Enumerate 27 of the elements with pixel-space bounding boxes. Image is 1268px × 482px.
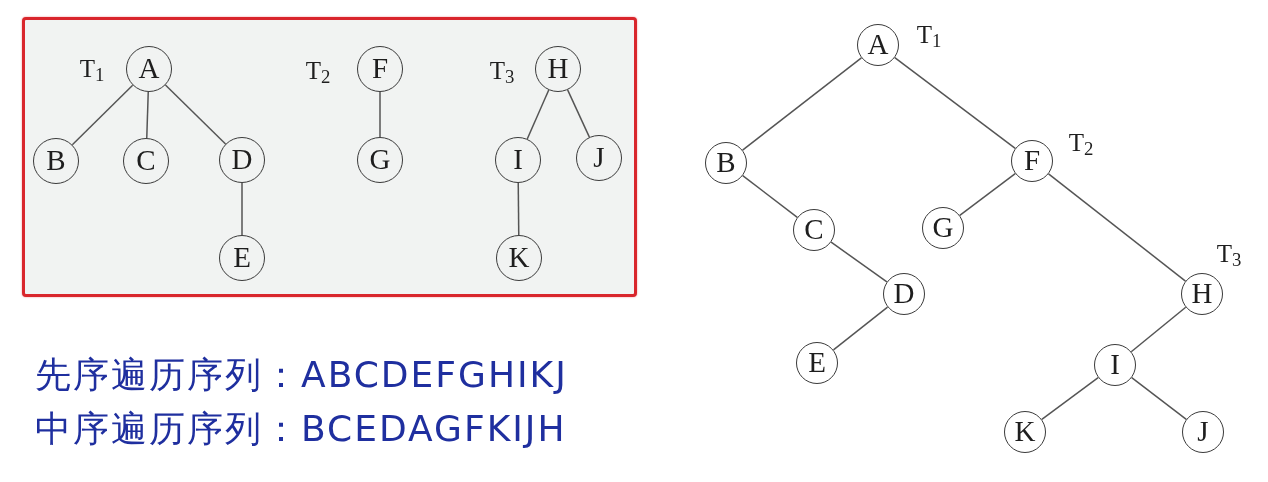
sequence-text: 中序遍历序列：BCEDAGFKIJH — [35, 407, 567, 451]
tree-label: T$_{3}$ — [1216, 240, 1242, 270]
tree-edge — [71, 84, 134, 146]
tree-edge — [164, 84, 227, 145]
tree-edge — [1041, 376, 1099, 421]
tree-label: T$_{1}$ — [916, 21, 942, 51]
tree-label: T$_{2}$ — [1068, 129, 1094, 159]
tree-label: T$_{3}$ — [489, 57, 515, 87]
tree-edge — [146, 91, 149, 139]
tree-edge — [741, 174, 799, 219]
tree-edge — [1047, 173, 1187, 282]
tree-label: T$_{1}$ — [79, 55, 105, 85]
tree-edge — [741, 57, 863, 151]
tree-edge — [1130, 306, 1187, 353]
sequence-text: 先序遍历序列：ABCDEFGHIKJ — [35, 353, 568, 397]
tree-edge — [959, 172, 1016, 217]
tree-edge — [1130, 376, 1188, 421]
tree-edge — [832, 306, 889, 351]
tree-label: T$_{2}$ — [305, 57, 331, 87]
tree-edge — [526, 89, 550, 140]
tree-edge — [517, 182, 520, 236]
tree-edge — [894, 56, 1016, 150]
forest-panel — [22, 17, 637, 297]
tree-edge — [241, 182, 243, 236]
tree-edge — [830, 241, 888, 283]
tree-edge — [566, 89, 591, 138]
tree-edge — [379, 91, 381, 138]
